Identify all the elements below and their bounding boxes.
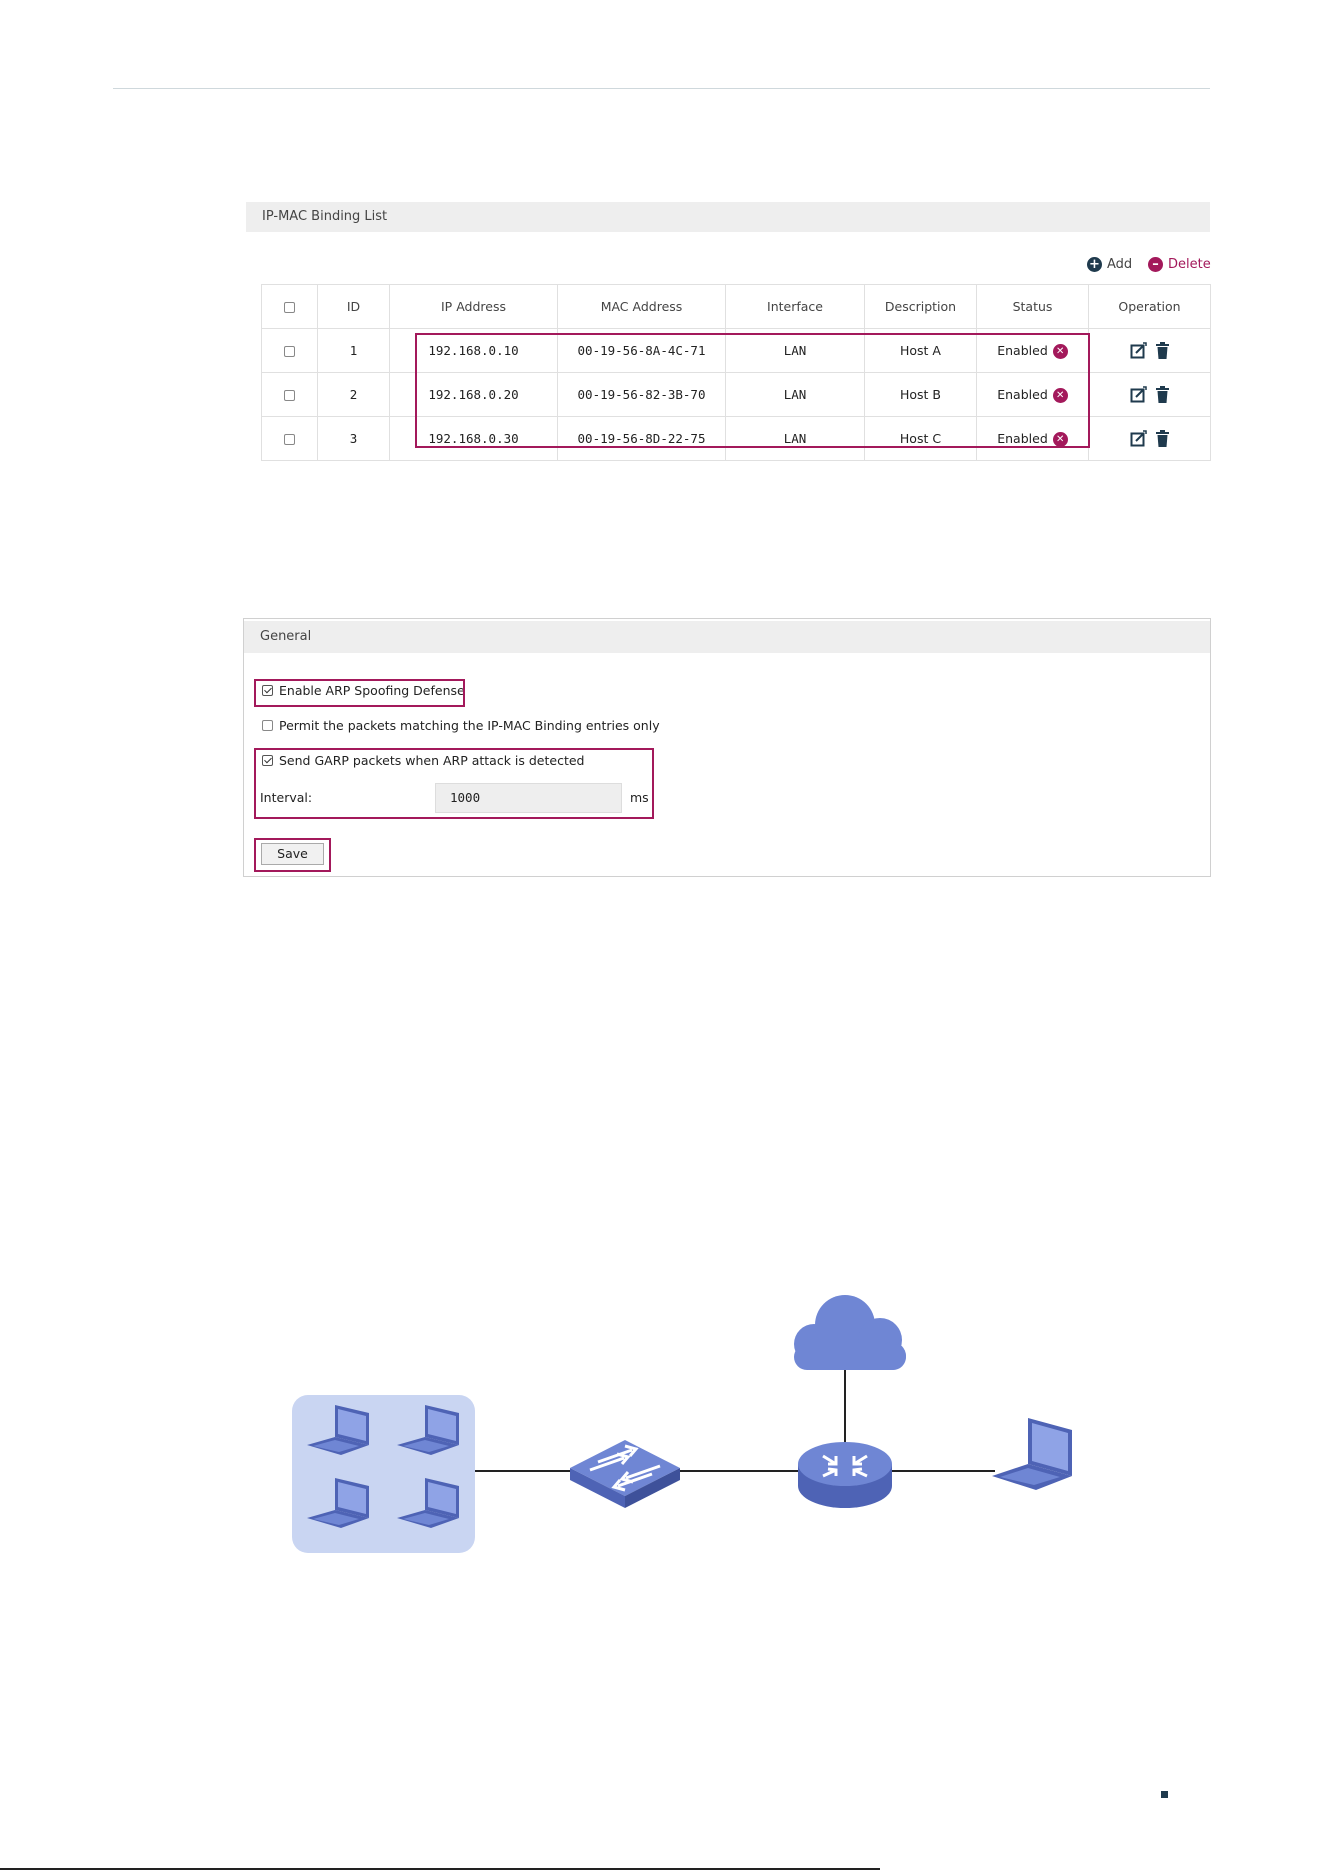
col-header-interface: Interface (725, 284, 865, 329)
col-header-id: ID (317, 284, 390, 329)
laptop-icon (397, 1405, 459, 1455)
save-highlight (254, 838, 331, 872)
cell-interface: LAN (725, 328, 865, 373)
send-garp-checkbox[interactable] (262, 755, 273, 766)
binding-list-title: IP-MAC Binding List (246, 202, 1210, 232)
table-row: 3 192.168.0.30 00-19-56-8D-22-75 LAN Hos… (261, 416, 1211, 461)
add-label: Add (1107, 257, 1133, 272)
table-row: 2 192.168.0.20 00-19-56-82-3B-70 LAN Hos… (261, 372, 1211, 417)
cell-status: Enabled✕ (976, 328, 1089, 373)
cell-id: 1 (317, 328, 390, 373)
cell-id: 3 (317, 416, 390, 461)
send-garp-label: Send GARP packets when ARP attack is det… (279, 753, 585, 768)
cell-operation (1088, 328, 1211, 373)
network-topology-diagram (292, 1295, 1072, 1553)
disable-status-icon[interactable]: ✕ (1052, 387, 1068, 403)
enable-arp-option[interactable]: Enable ARP Spoofing Defense (262, 683, 465, 698)
cell-description: Host A (864, 328, 977, 373)
cell-id: 2 (317, 372, 390, 417)
cell-ip: 192.168.0.10 (389, 328, 558, 373)
switch-icon (570, 1440, 680, 1508)
enable-arp-highlight (254, 679, 465, 707)
trash-icon[interactable] (1156, 430, 1169, 447)
permit-checkbox[interactable] (262, 720, 273, 731)
interval-label: Interval: (260, 790, 313, 805)
cell-description: Host C (864, 416, 977, 461)
cell-description: Host B (864, 372, 977, 417)
status-text: Enabled (997, 430, 1048, 446)
add-button[interactable]: + Add (1087, 257, 1132, 272)
delete-button[interactable]: – Delete (1148, 257, 1211, 272)
disable-status-icon[interactable]: ✕ (1052, 431, 1068, 447)
permit-label: Permit the packets matching the IP-MAC B… (279, 718, 660, 733)
col-header-operation: Operation (1088, 284, 1211, 329)
row-checkbox[interactable] (284, 390, 295, 401)
col-header-status: Status (976, 284, 1089, 329)
col-header-ip: IP Address (389, 284, 558, 329)
interval-unit: ms (630, 790, 649, 805)
status-text: Enabled (997, 386, 1048, 402)
status-text: Enabled (997, 342, 1048, 358)
disable-status-icon[interactable]: ✕ (1052, 343, 1068, 359)
minus-icon: – (1148, 257, 1163, 272)
select-all-cell[interactable] (261, 284, 318, 329)
binding-table: ID IP Address MAC Address Interface Desc… (261, 284, 1211, 461)
laptop-icon (307, 1405, 369, 1455)
cell-ip: 192.168.0.30 (389, 416, 558, 461)
row-checkbox[interactable] (284, 434, 295, 445)
cell-status: Enabled✕ (976, 372, 1089, 417)
cell-operation (1088, 372, 1211, 417)
col-header-mac: MAC Address (557, 284, 726, 329)
cell-interface: LAN (725, 372, 865, 417)
laptop-icon (992, 1418, 1072, 1490)
col-header-description: Description (864, 284, 977, 329)
cell-operation (1088, 416, 1211, 461)
cell-mac: 00-19-56-8D-22-75 (557, 416, 726, 461)
general-panel (243, 618, 1211, 877)
enable-arp-label: Enable ARP Spoofing Defense (279, 683, 465, 698)
edit-icon[interactable] (1130, 342, 1147, 359)
general-title: General (244, 621, 1210, 653)
row-checkbox[interactable] (284, 346, 295, 357)
cell-mac: 00-19-56-8A-4C-71 (557, 328, 726, 373)
table-row: 1 192.168.0.10 00-19-56-8A-4C-71 LAN Hos… (261, 328, 1211, 373)
bottom-rule (0, 1868, 880, 1870)
plus-icon: + (1087, 257, 1102, 272)
cell-ip: 192.168.0.20 (389, 372, 558, 417)
cell-mac: 00-19-56-82-3B-70 (557, 372, 726, 417)
router-icon (798, 1442, 892, 1508)
permit-option[interactable]: Permit the packets matching the IP-MAC B… (262, 718, 660, 733)
laptop-icon (397, 1478, 459, 1528)
interval-input[interactable]: 1000 (435, 783, 622, 813)
edit-icon[interactable] (1130, 386, 1147, 403)
send-garp-option[interactable]: Send GARP packets when ARP attack is det… (262, 753, 585, 768)
trash-icon[interactable] (1156, 386, 1169, 403)
delete-label: Delete (1168, 257, 1211, 272)
cell-interface: LAN (725, 416, 865, 461)
table-header-row: ID IP Address MAC Address Interface Desc… (261, 284, 1211, 329)
page-marker (1161, 1791, 1168, 1798)
laptop-icon (307, 1478, 369, 1528)
top-rule (113, 88, 1210, 89)
trash-icon[interactable] (1156, 342, 1169, 359)
send-garp-highlight (254, 748, 654, 819)
cell-status: Enabled✕ (976, 416, 1089, 461)
cloud-icon (794, 1295, 906, 1370)
select-all-checkbox[interactable] (284, 302, 295, 313)
edit-icon[interactable] (1130, 430, 1147, 447)
enable-arp-checkbox[interactable] (262, 685, 273, 696)
save-button[interactable]: Save (261, 843, 324, 865)
